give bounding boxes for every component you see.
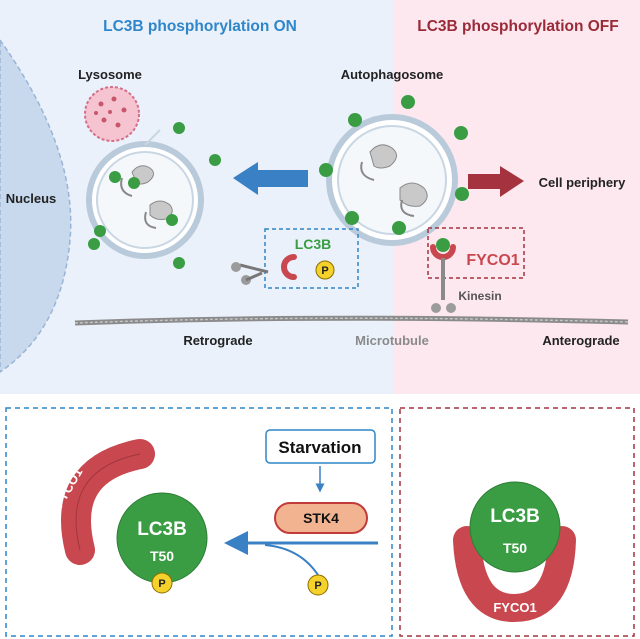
starvation-label: Starvation <box>278 438 361 457</box>
lc3b-right-label: LC3B <box>490 506 540 527</box>
left-panel-title: LC3B phosphorylation ON <box>103 18 297 35</box>
stk4-pill <box>274 502 368 534</box>
lc3b-top-label: LC3B <box>295 236 332 252</box>
anterograde-arrow <box>468 166 524 197</box>
microtubule-label: Microtubule <box>355 333 429 348</box>
kinesin-motor <box>431 258 456 313</box>
lc3b-phospho-box <box>264 228 359 289</box>
nucleus-label: Nucleus <box>6 191 57 206</box>
phospho-badge-free: P <box>307 574 329 596</box>
t50-right-label: T50 <box>503 540 527 556</box>
microtubule <box>74 315 629 326</box>
lysosome <box>84 86 140 142</box>
starvation-box <box>265 429 376 464</box>
phospho-label-top: P <box>321 265 328 277</box>
autophagosome-label: Autophagosome <box>341 67 444 82</box>
lc3b-circle-right <box>469 481 561 573</box>
lc3b-dots-left <box>88 122 221 269</box>
kinesin-label: Kinesin <box>458 289 501 303</box>
fyco1-bound-icon <box>430 244 456 260</box>
phospho-left-label: P <box>158 578 165 590</box>
phospho-badge-left: P <box>151 572 173 594</box>
fyco1-arc-left-outline <box>75 453 141 551</box>
fyco1-detached-icon <box>281 254 297 280</box>
retrograde-arrow <box>233 162 308 195</box>
fyco1-top-label: FYCO1 <box>466 252 519 269</box>
lc3b-dots-right <box>319 95 469 235</box>
t50-left-label: T50 <box>150 548 174 564</box>
lc3b-left-label: LC3B <box>137 519 187 540</box>
phosphate-incoming-arrow <box>264 544 319 576</box>
cell-periphery-label: Cell periphery <box>539 175 626 190</box>
autophagosome-left <box>86 141 204 259</box>
fyco1-right-label: FYCO1 <box>493 600 536 615</box>
nucleus <box>0 38 72 373</box>
autophagosome-right <box>326 114 458 246</box>
fyco1-box <box>427 227 525 279</box>
lysosome-label: Lysosome <box>78 67 142 82</box>
retrograde-label: Retrograde <box>183 333 252 348</box>
lc3b-bound-dot <box>436 238 450 252</box>
stk4-label: STK4 <box>303 510 339 526</box>
phospho-free-label: P <box>314 580 321 592</box>
right-panel-title: LC3B phosphorylation OFF <box>417 18 619 35</box>
fyco1-arc-right <box>453 526 576 623</box>
anterograde-label: Anterograde <box>542 333 619 348</box>
dynein-motor <box>231 262 269 285</box>
phospho-badge-top: P <box>315 260 335 280</box>
